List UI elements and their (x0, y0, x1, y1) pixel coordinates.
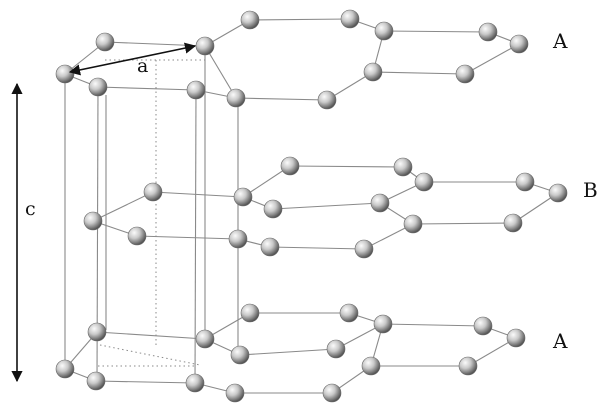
cell-edge (194, 89, 197, 384)
atom (55, 359, 75, 379)
atom (455, 64, 475, 84)
lattice-c-label: c (25, 198, 36, 220)
atom (95, 32, 115, 52)
layer-b-bond (136, 235, 239, 240)
atom (326, 339, 346, 359)
layer-b-bond (289, 165, 404, 168)
atom (195, 36, 215, 56)
atom (317, 90, 337, 110)
atom (225, 383, 245, 403)
atom (230, 345, 250, 365)
layer-b-bond (272, 202, 381, 210)
layer-a-top-bond (464, 43, 520, 75)
layer-a-top-label: A (553, 29, 568, 53)
atom (83, 211, 103, 231)
layer-a-top-bond (104, 41, 206, 47)
atom (361, 356, 381, 376)
atom (186, 80, 206, 100)
atom (340, 9, 360, 29)
atom (143, 182, 163, 202)
layer-b-bond (92, 191, 154, 222)
atom (403, 214, 423, 234)
layer-a-bottom-bond (239, 348, 337, 356)
atoms-group (55, 9, 568, 403)
atom (363, 62, 383, 82)
layer-b-bond (269, 246, 365, 250)
atom (506, 328, 526, 348)
atom (354, 239, 374, 259)
layer-a-top-bond (235, 97, 328, 101)
atom (370, 193, 390, 213)
layer-a-top-bond (249, 18, 351, 21)
layer-a-bottom-bond (95, 380, 196, 384)
atom (374, 21, 394, 41)
atom (263, 199, 283, 219)
layer-a-bottom-bond (96, 331, 206, 340)
layer-a-top-bond (372, 71, 466, 75)
atom (515, 172, 535, 192)
atom (55, 64, 75, 84)
atom (503, 213, 523, 233)
atom (548, 183, 568, 203)
lattice-a-label: a (137, 55, 149, 77)
atom (478, 22, 498, 42)
atom (339, 303, 359, 323)
atom (226, 88, 246, 108)
atom (240, 10, 260, 30)
dimension-arrows (11, 42, 197, 383)
layer-b-bond (152, 191, 244, 198)
atom (473, 316, 493, 336)
layer-b-label: B (583, 178, 597, 202)
atom (458, 356, 478, 376)
atom (393, 157, 413, 177)
cell-bottom-hidden (99, 344, 201, 366)
atom (509, 34, 529, 54)
atom (414, 172, 434, 192)
atom (87, 322, 107, 342)
atom (322, 383, 342, 403)
layer-b-bond (242, 165, 291, 198)
layer-a-top-bond (204, 45, 237, 99)
atom (373, 314, 393, 334)
atom (127, 226, 147, 246)
layer-a-top-bond (97, 86, 197, 91)
atom (228, 229, 248, 249)
a-dimension-arrow (68, 42, 197, 76)
atom (280, 156, 300, 176)
atom (240, 303, 260, 323)
atom (88, 77, 108, 97)
atom (233, 187, 253, 207)
layer-a-bottom-bond (382, 323, 484, 327)
atom (185, 373, 205, 393)
atom (86, 371, 106, 391)
layer-b-bond (412, 222, 514, 225)
layer-a-top-bond (383, 30, 489, 33)
atom (195, 329, 215, 349)
atom (260, 237, 280, 257)
layer-a-bottom-label: A (553, 329, 568, 353)
